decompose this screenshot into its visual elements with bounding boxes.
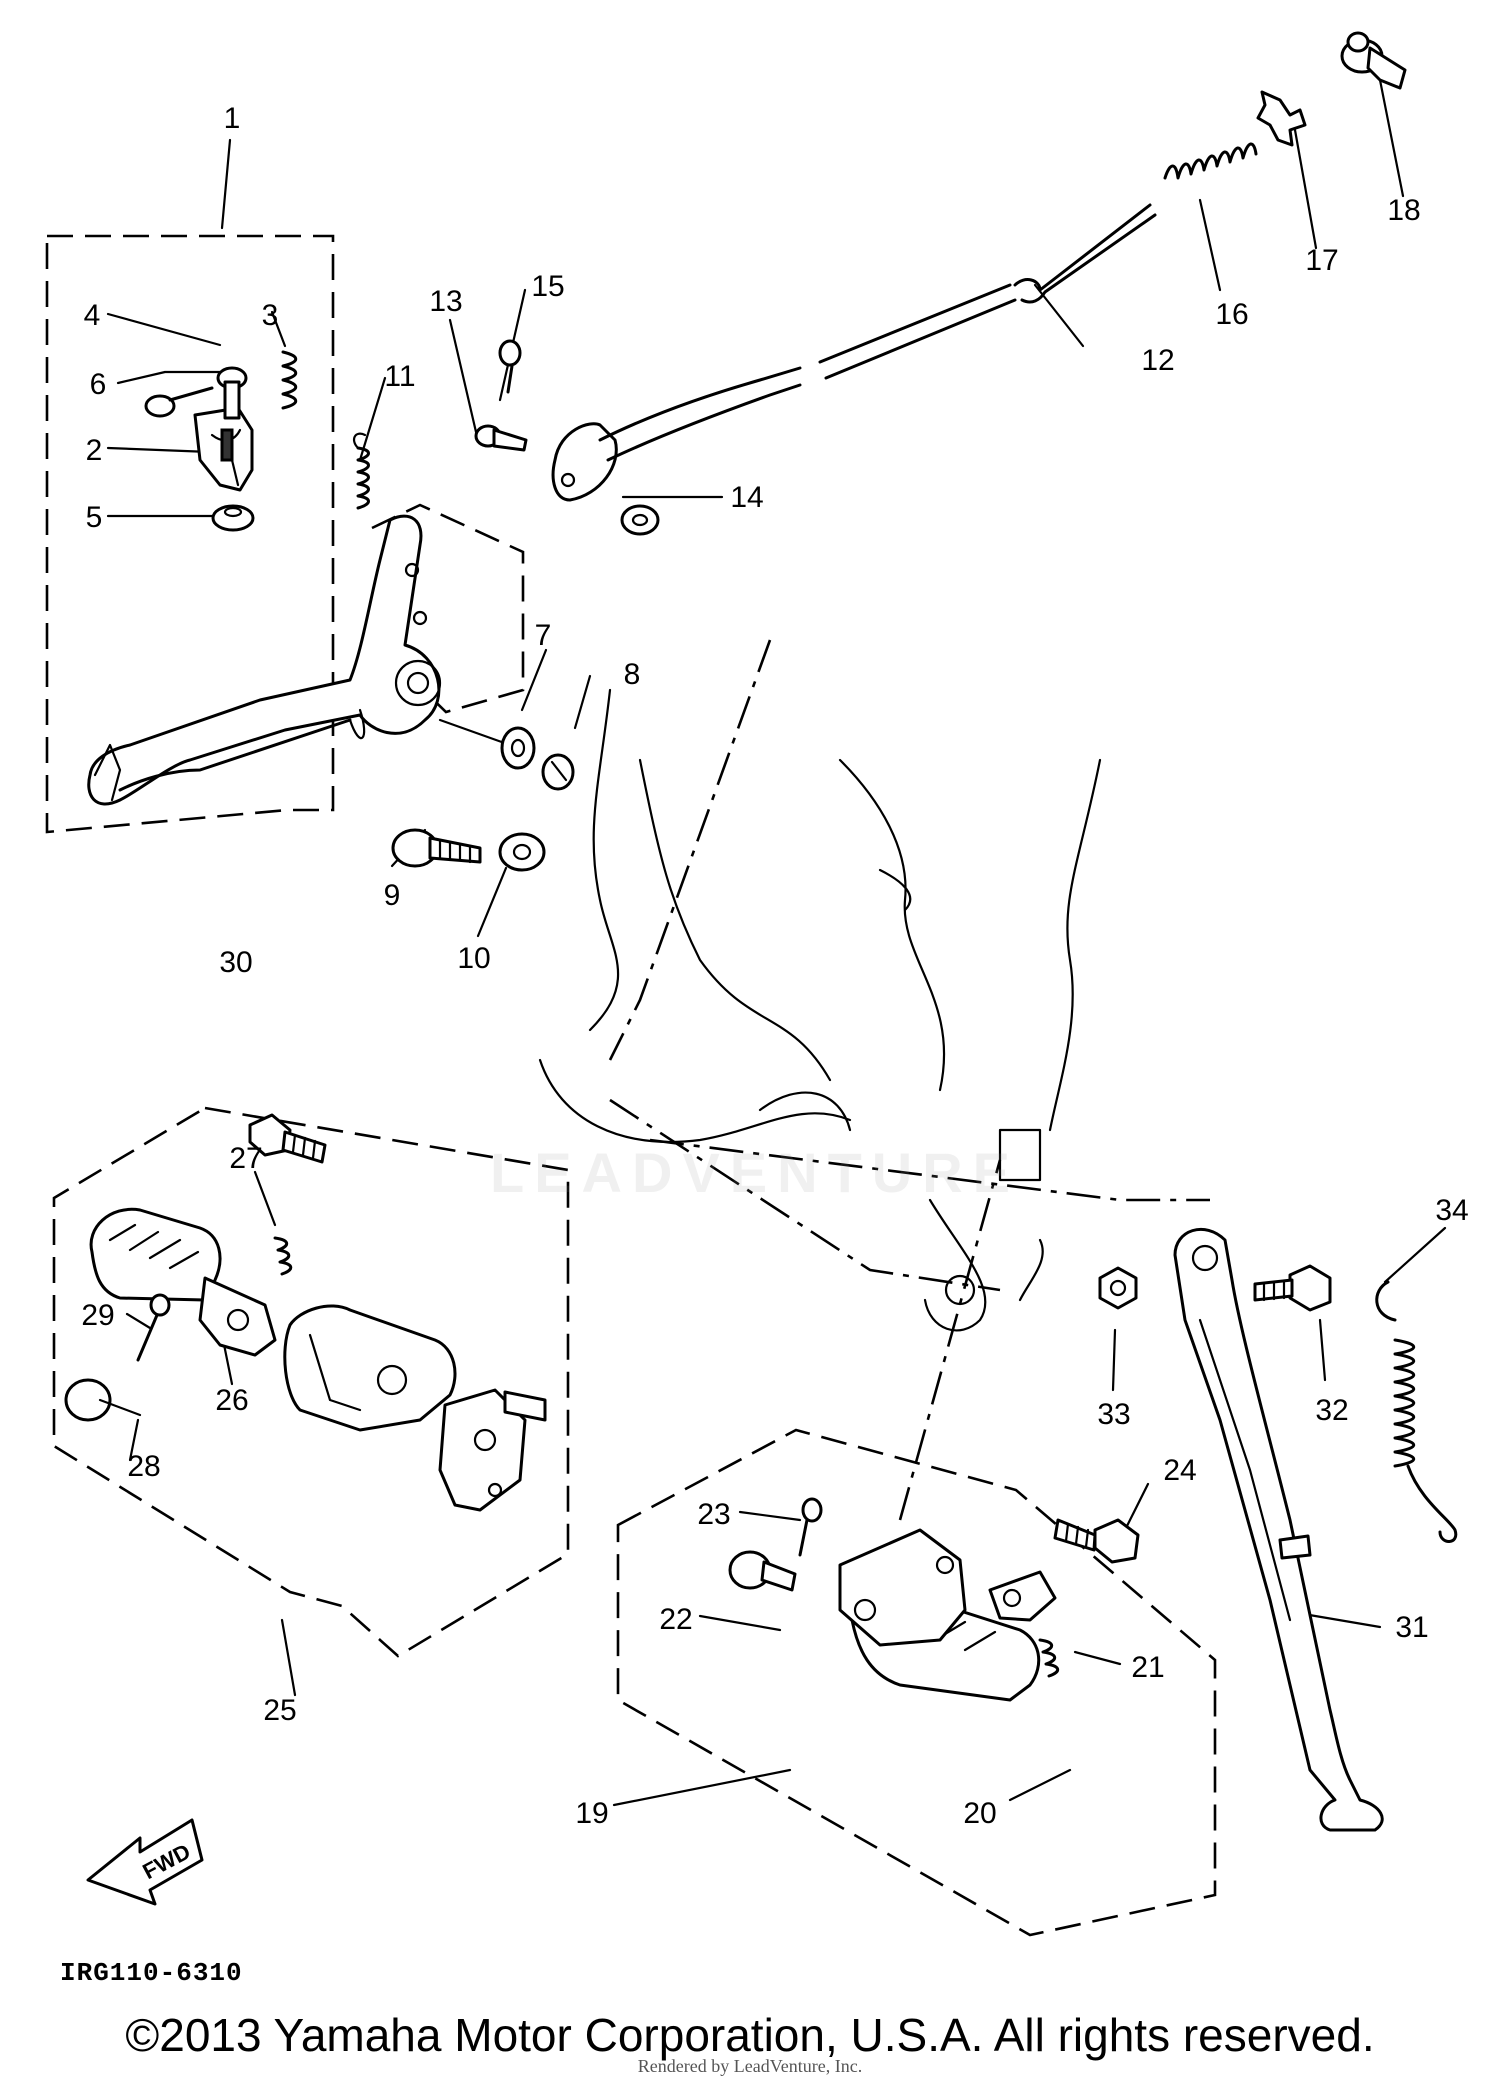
diagram-code: IRG110-6310: [60, 1958, 243, 1988]
callout-22: 22: [659, 1603, 692, 1636]
callout-6: 6: [90, 368, 107, 401]
callout-23: 23: [697, 1498, 730, 1531]
callout-10: 10: [457, 942, 490, 975]
bolt-collar: [391, 828, 546, 872]
washer-clip: [500, 726, 575, 791]
rod-pin: [474, 424, 528, 452]
watermark: LEADVENTURE: [490, 1141, 1021, 1204]
frame-outline: [538, 639, 1210, 1521]
sidestand: [1173, 1227, 1384, 1832]
callout-2: 2: [86, 434, 103, 467]
stand-bolt: [1053, 1518, 1140, 1564]
rod-cotter: [498, 339, 522, 394]
pin: [216, 366, 248, 420]
callout-33: 33: [1097, 1398, 1130, 1431]
callout-18: 18: [1387, 194, 1420, 227]
copyright-notice: ©2013 Yamaha Motor Corporation, U.S.A. A…: [125, 2009, 1375, 2061]
rod-washer: [620, 504, 660, 536]
callout-1: 1: [224, 102, 241, 135]
return-spring: [352, 432, 370, 510]
callout-17: 17: [1305, 244, 1338, 277]
right-footrest: [728, 1497, 1060, 1702]
left-footrest: [64, 1207, 547, 1512]
callout-30: 30: [219, 946, 252, 979]
callout-8: 8: [624, 658, 641, 691]
callout-32: 32: [1315, 1394, 1348, 1427]
callout-labels: 1 2 3 4 5 6 7 8 9 10 11 12 13 14 15 16 1…: [81, 102, 1468, 1830]
callout-31: 31: [1395, 1611, 1428, 1644]
frame-bolt: [248, 1113, 327, 1164]
callout-26: 26: [215, 1384, 248, 1417]
callout-24: 24: [1163, 1454, 1196, 1487]
callout-15: 15: [531, 270, 564, 303]
callout-25: 25: [263, 1694, 296, 1727]
rendered-by-notice: Rendered by LeadVenture, Inc.: [637, 2056, 863, 2076]
group-boxes: [45, 234, 1217, 1937]
cotter-pin: [144, 386, 214, 418]
callout-16: 16: [1215, 298, 1248, 331]
pivot-bolt: [1253, 1264, 1332, 1312]
callout-12: 12: [1141, 344, 1174, 377]
rod-spring: [1163, 142, 1258, 180]
wing-nut: [1340, 31, 1407, 90]
rod-joint: [1256, 90, 1307, 147]
stand-spring: [1375, 1280, 1458, 1543]
callout-13: 13: [429, 285, 462, 318]
brake-pedal: [87, 514, 512, 806]
fwd-arrow: FWD: [86, 1818, 204, 1906]
pedal-tip: [193, 406, 254, 492]
callout-28: 28: [127, 1450, 160, 1483]
callout-27: 27: [229, 1142, 262, 1175]
callout-34: 34: [1435, 1194, 1468, 1227]
small-spring: [281, 350, 298, 410]
callout-29: 29: [81, 1299, 114, 1332]
callout-19: 19: [575, 1797, 608, 1830]
callout-21: 21: [1131, 1651, 1164, 1684]
callout-4: 4: [84, 299, 101, 332]
callout-3: 3: [262, 299, 279, 332]
callout-5: 5: [86, 501, 103, 534]
washer: [211, 504, 255, 532]
callout-14: 14: [730, 481, 763, 514]
brake-rod: [551, 203, 1157, 502]
pivot-nut: [1098, 1266, 1138, 1310]
callout-20: 20: [963, 1797, 996, 1830]
callout-7: 7: [535, 619, 552, 652]
callout-9: 9: [384, 879, 401, 912]
callout-11: 11: [384, 360, 415, 393]
leader-lines: [106, 78, 1447, 1807]
